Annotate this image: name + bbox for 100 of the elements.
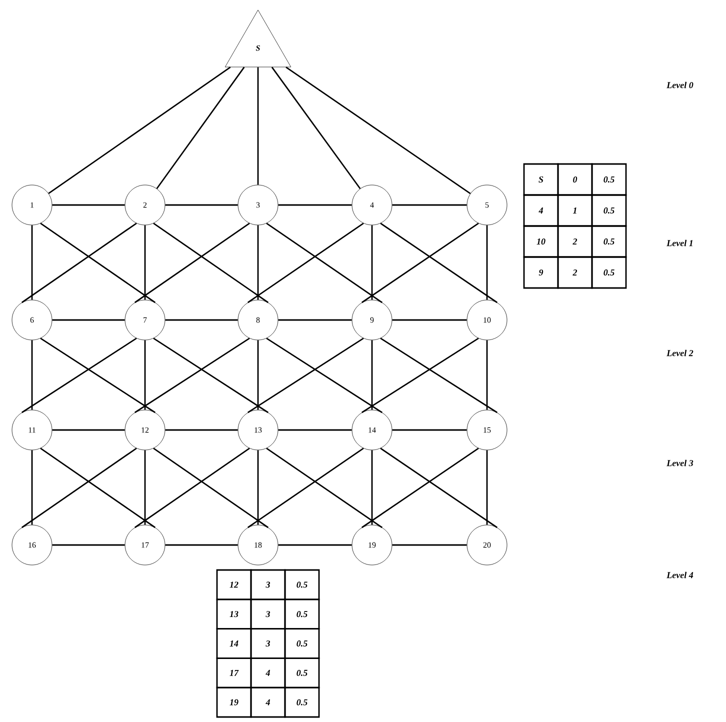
table-cell: 10 [523,225,559,258]
circle-node: 2 [124,184,166,226]
circle-node: 19 [352,524,392,566]
circle-node: 7 [124,300,166,340]
circle-node: 16 [12,524,52,566]
table-cell: 9 [523,256,559,289]
level-label: Level 1 [666,240,692,246]
table-cell: 0.5 [591,225,627,258]
circle-node: 10 [466,300,508,340]
connector-line [52,429,125,431]
connector-line [31,225,33,300]
connector-line [31,450,33,525]
connector-line [40,338,156,414]
connector-line [248,222,364,304]
connector-line [371,450,373,525]
connector-line [257,225,259,300]
connector-line [278,429,352,431]
table-cell: 0.5 [591,256,627,289]
connector-line [165,204,238,206]
table-cell: 0.5 [284,569,320,600]
circle-node: 6 [12,300,52,340]
connector-line [22,222,137,304]
table-cell: 0.5 [591,163,627,196]
connector-line [144,340,146,410]
connector-line [165,429,238,431]
connector-line [392,429,467,431]
connector-line [266,222,382,304]
table-cell: 0.5 [284,686,320,718]
connector-line [40,222,156,304]
table-cell: 2 [557,256,593,289]
circle-node: 3 [238,184,278,226]
connector-line [31,340,33,410]
circle-node: 9 [352,300,392,340]
circle-node: 5 [466,184,508,226]
connector-line [266,338,382,414]
connector-line [257,450,259,525]
table-cell: 19 [216,686,252,718]
connector-line [134,448,250,528]
connector-line [153,222,268,304]
connector-line [380,222,498,304]
table-cell: 4 [523,194,559,227]
connector-line [486,450,488,525]
connector-line [380,448,498,528]
table-cell: 0.5 [284,658,320,688]
table-cell: 1 [557,194,593,227]
connector-line [392,204,467,206]
connector-line [278,204,352,206]
connector-line [257,67,259,185]
circle-node: 4 [352,184,392,226]
connector-line [52,204,125,206]
circle-node: 20 [466,524,508,566]
connector-line [362,338,479,414]
level-label: Level 0 [666,82,694,88]
connector-line [486,340,488,410]
table-cell: 0.5 [591,194,627,227]
connector-line [22,448,137,528]
connector-line [165,319,238,321]
table-cell: 0 [557,163,593,196]
table-cell: 14 [216,628,252,659]
connector-line [40,448,156,528]
connector-line [371,225,373,300]
table-cell: 17 [216,658,252,688]
connector-line [257,340,259,410]
circle-node: 8 [238,300,278,340]
connector-line [153,448,268,528]
table-cell: 2 [557,225,593,258]
table-cell: 13 [216,598,252,630]
connector-line [371,340,373,410]
circle-node: 14 [352,410,392,450]
connector-line [266,448,382,528]
triangle-node: S [224,10,292,68]
table-cell: 3 [250,598,286,630]
connector-line [134,222,250,304]
connector-line [52,544,125,546]
circle-node: 15 [466,410,508,450]
connector-line [144,450,146,525]
circle-node: 12 [124,410,166,450]
table-cell: 0.5 [284,628,320,659]
level-label: Level 2 [666,350,694,356]
connector-line [248,338,364,414]
connector-line [278,544,352,546]
circle-node: 1 [12,184,52,226]
connector-line [156,66,245,190]
connector-line [153,338,268,414]
connector-line [248,448,364,528]
connector-line [22,338,137,414]
circle-node: 11 [12,410,52,450]
table-cell: 4 [250,658,286,688]
level-label: Level 4 [666,572,694,578]
connector-line [362,222,479,304]
circle-node: 18 [238,524,278,566]
connector-line [392,544,467,546]
connector-line [165,544,238,546]
connector-line [362,448,479,528]
connector-line [52,319,125,321]
connector-line [392,319,467,321]
connector-line [380,338,498,414]
connector-line [486,225,488,300]
connector-line [286,66,471,194]
connector-line [271,66,361,190]
